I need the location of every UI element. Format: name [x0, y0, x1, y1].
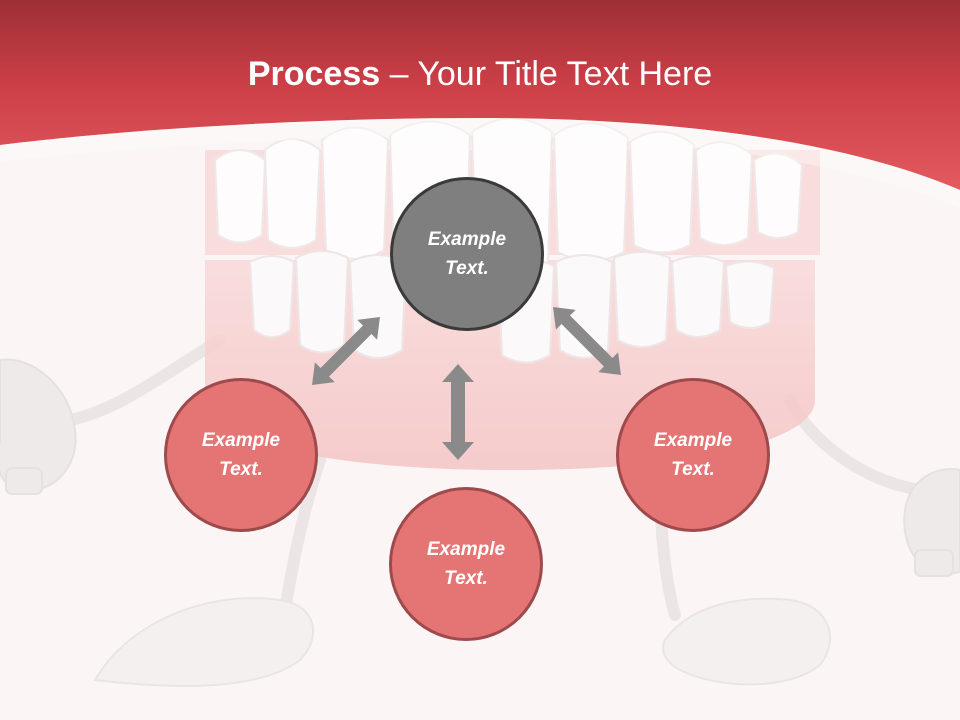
node-right-line1: Example — [653, 430, 733, 451]
node-right-line2: Text. — [671, 459, 715, 480]
node-center-line1: Example — [427, 229, 507, 250]
node-bottom-line1: Example — [426, 539, 506, 560]
arrow-center-left — [312, 317, 380, 385]
node-center[interactable]: Example Text. — [390, 177, 544, 331]
node-left-line2: Text. — [219, 459, 263, 480]
node-center-line2: Text. — [445, 258, 489, 279]
node-bottom-line2: Text. — [444, 568, 488, 589]
arrow-center-right — [553, 307, 621, 375]
node-left-line1: Example — [201, 430, 281, 451]
node-bottom[interactable]: Example Text. — [389, 487, 543, 641]
node-left[interactable]: Example Text. — [164, 378, 318, 532]
slide-title: Process – Your Title Text Here — [0, 52, 960, 96]
node-right[interactable]: Example Text. — [616, 378, 770, 532]
arrow-center-bottom — [442, 364, 474, 460]
title-bold: Process — [247, 55, 381, 93]
title-rest: – Your Title Text Here — [380, 55, 713, 93]
